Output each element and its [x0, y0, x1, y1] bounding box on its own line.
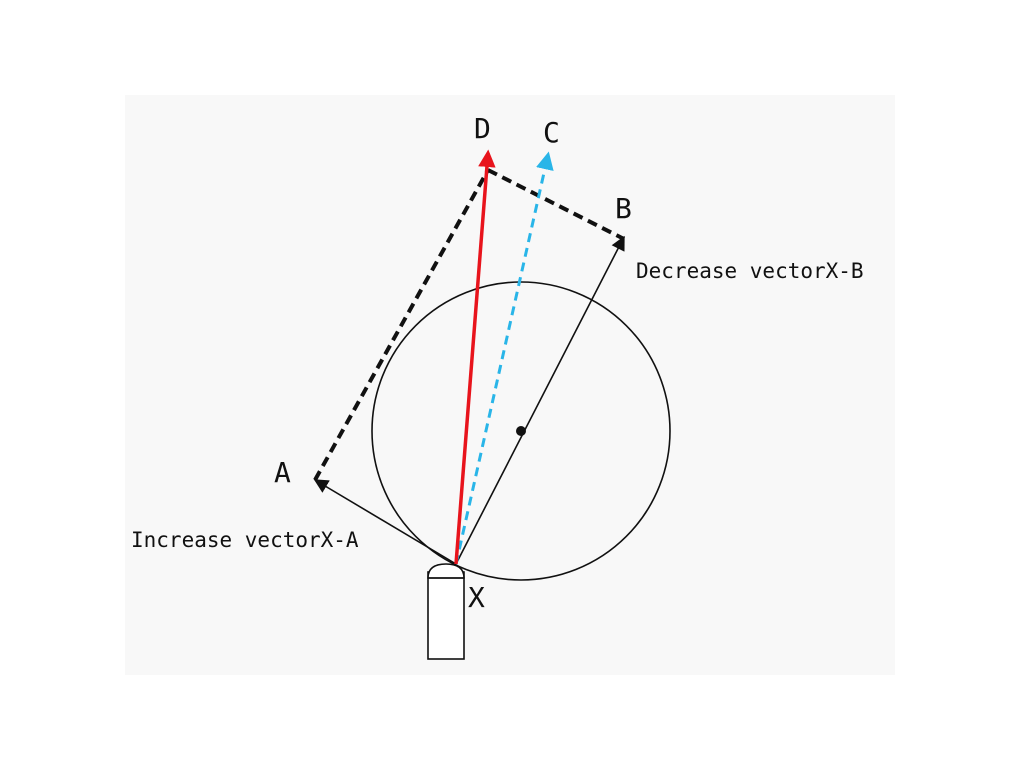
label-c: C	[543, 116, 560, 149]
label-decrease-vector: Decrease vectorX-B	[636, 259, 864, 283]
label-b: B	[615, 192, 632, 225]
vector-x-d	[454, 149, 496, 565]
label-increase-vector: Increase vectorX-A	[131, 528, 359, 552]
sensor-device	[427, 563, 465, 660]
vector-x-a	[313, 479, 457, 565]
circle	[371, 281, 671, 581]
label-x: X	[468, 581, 485, 614]
vector-x-b	[455, 235, 625, 565]
label-d: D	[474, 112, 491, 145]
label-a: A	[274, 456, 291, 489]
dashed-line-d-to-b	[487, 168, 625, 241]
vector-x-c	[454, 151, 554, 565]
dashed-line-a-to-d	[313, 169, 490, 481]
background-panel	[125, 95, 895, 675]
